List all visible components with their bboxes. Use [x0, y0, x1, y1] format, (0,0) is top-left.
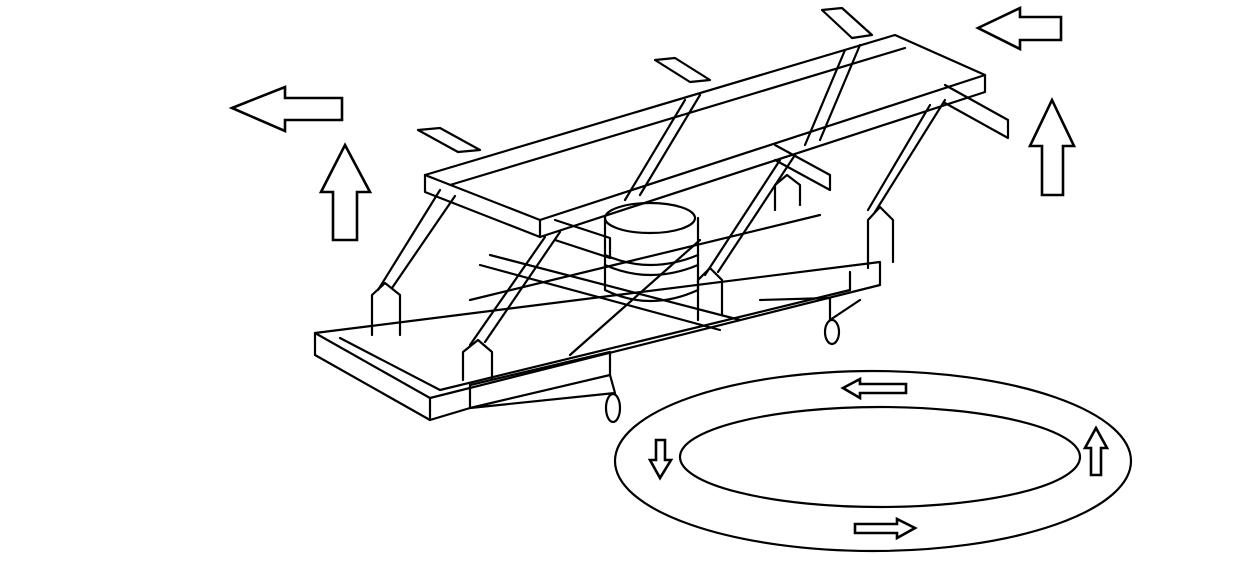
- center-cylinder: [603, 201, 700, 303]
- rotation-ring: [613, 369, 1133, 553]
- arrow-left-icon: [975, 5, 1063, 52]
- ring-arrow-down-icon: [647, 438, 674, 481]
- ring-arrow-left-icon: [840, 376, 908, 401]
- arrow-up-icon: [318, 142, 373, 242]
- arrow-up-icon: [1027, 96, 1077, 197]
- ring-arrow-right-icon: [853, 516, 918, 541]
- ring-arrow-up-icon: [1082, 425, 1110, 477]
- base-frame: [313, 173, 895, 424]
- arrow-left-icon: [228, 85, 344, 133]
- top-frame: [376, 6, 1010, 347]
